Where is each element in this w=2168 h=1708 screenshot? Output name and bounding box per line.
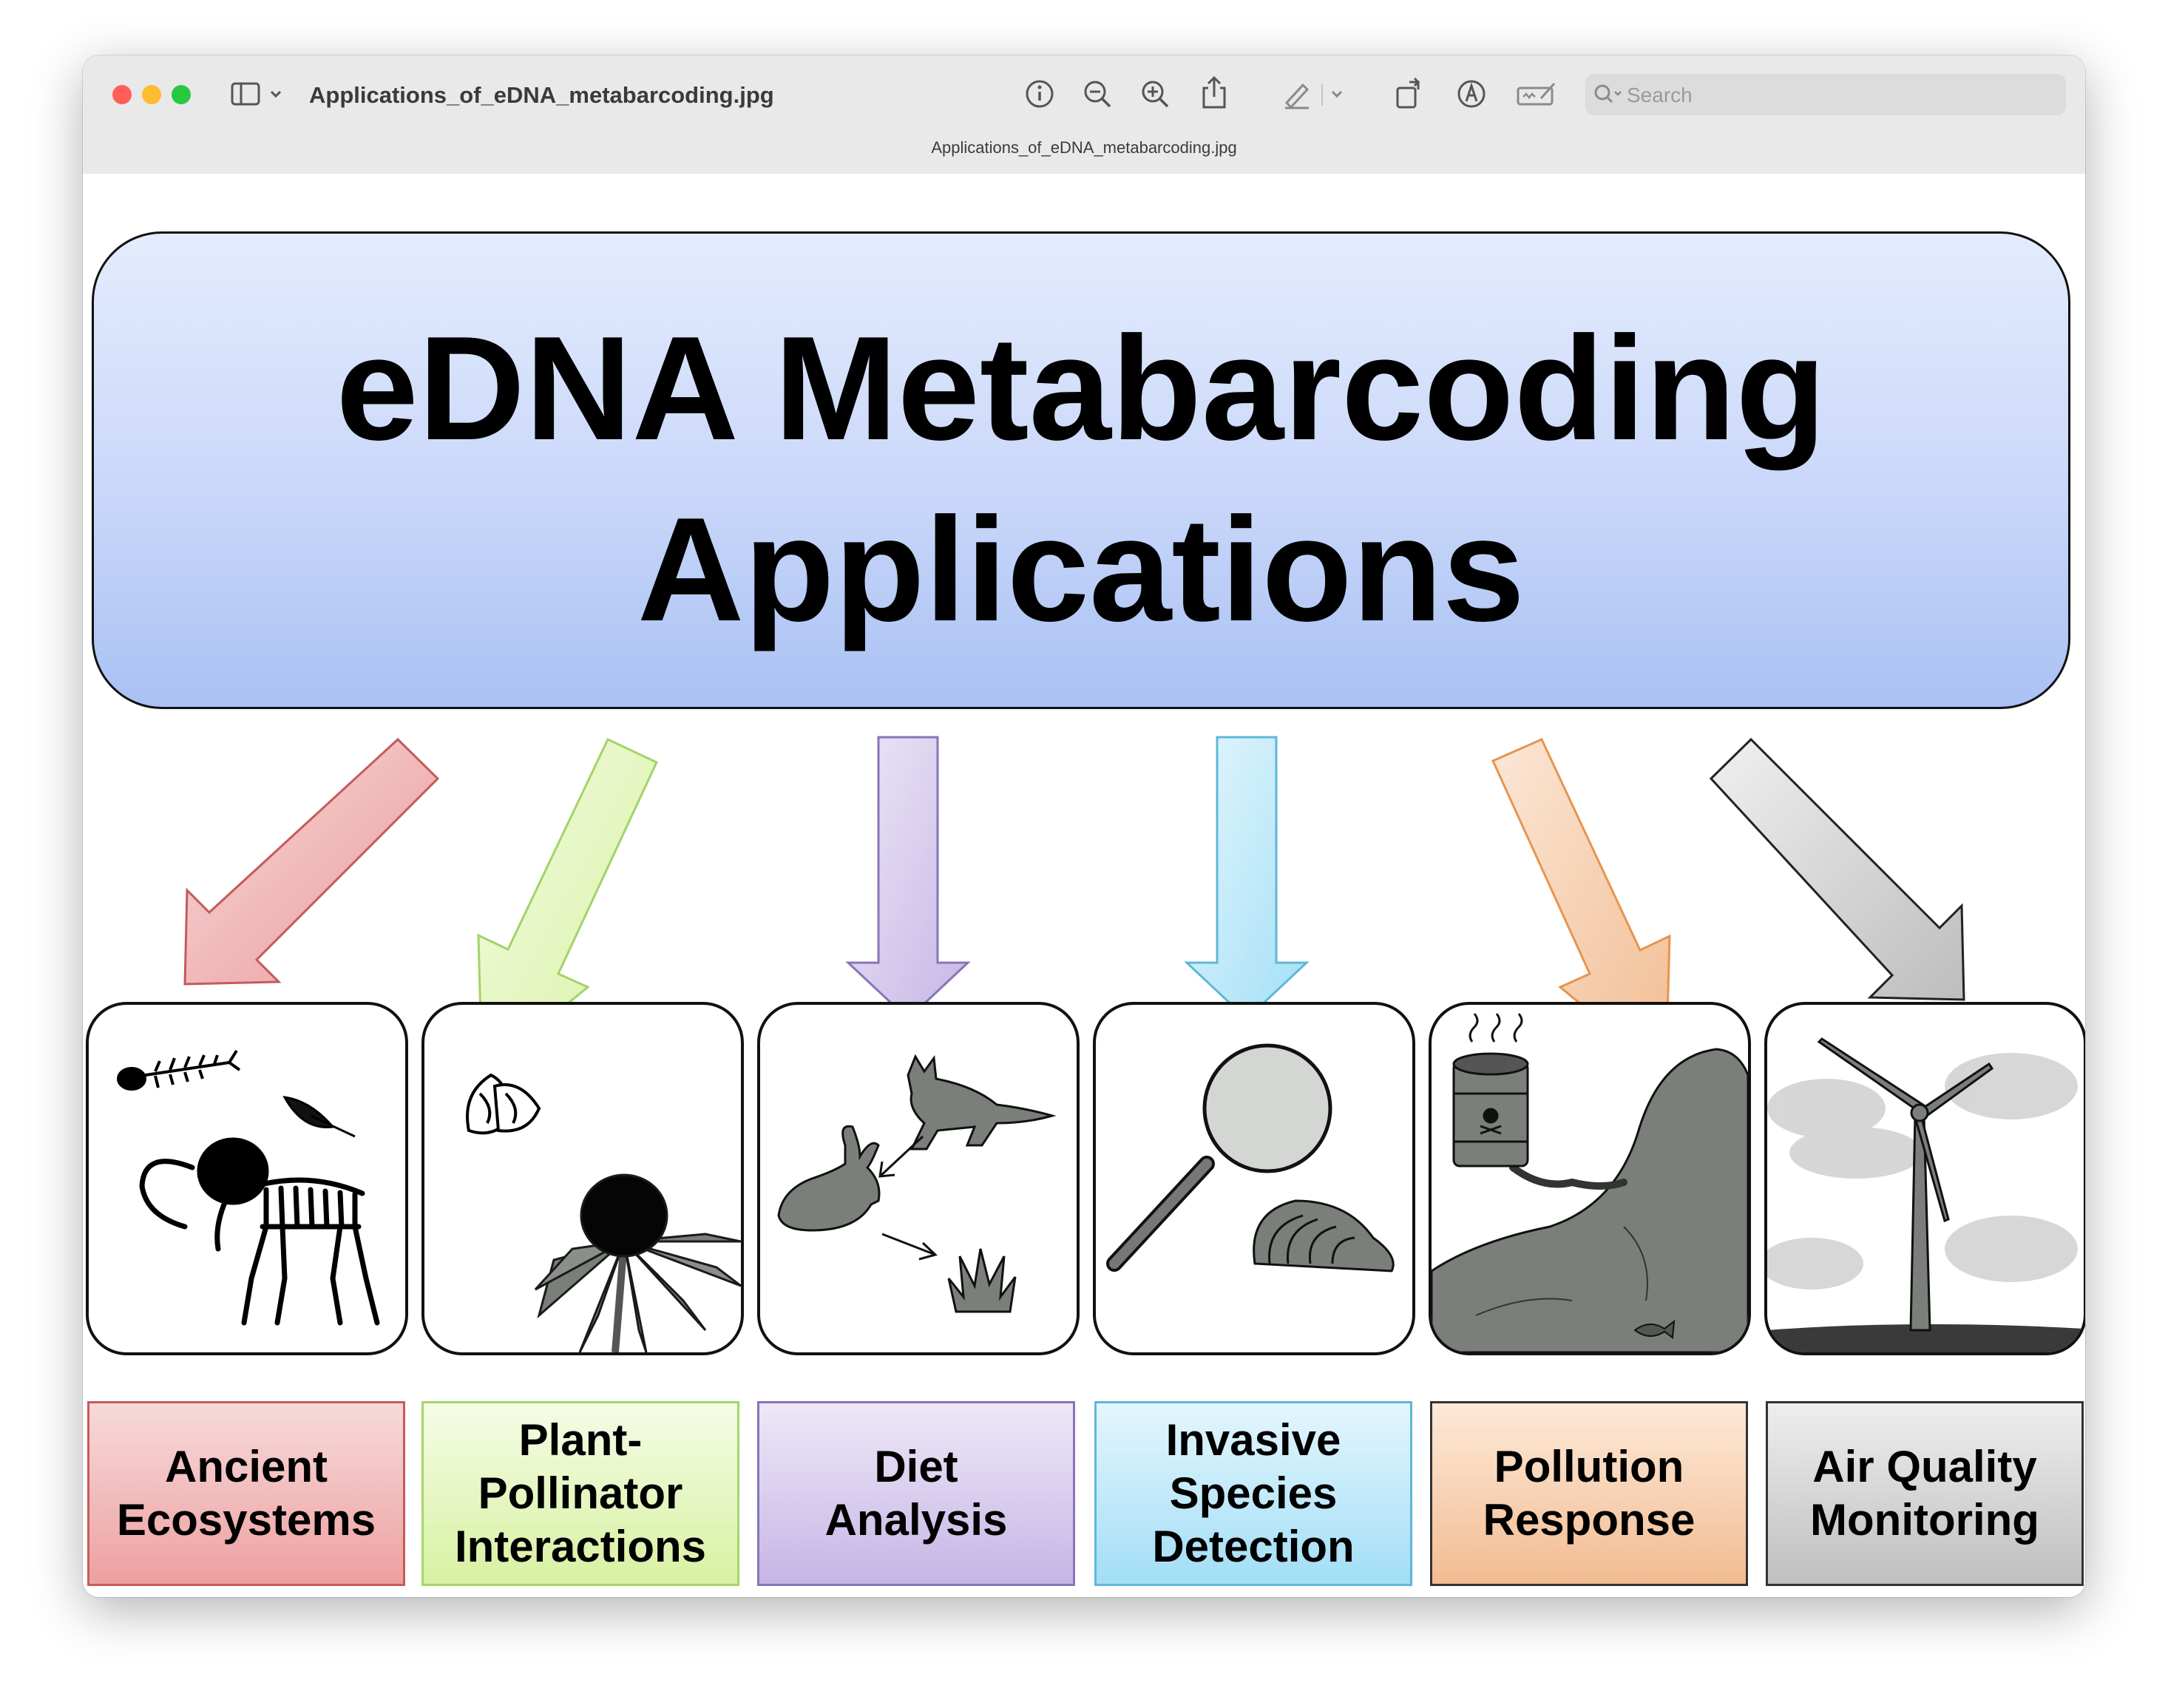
coneflower-icon	[534, 1173, 741, 1352]
fox-rabbit-plant-icon	[777, 1054, 1057, 1313]
window-title: Applications_of_eDNA_metabarcoding.jpg	[309, 82, 774, 108]
figure-title-box: eDNA Metabarcoding Applications	[92, 231, 2070, 709]
label-diet-analysis: Diet Analysis	[757, 1401, 1075, 1586]
search-icon	[1594, 84, 1622, 104]
info-icon	[1026, 80, 1054, 108]
wind-turbine-icon	[1767, 1037, 2084, 1352]
butterfly-icon	[466, 1073, 541, 1135]
search-input[interactable]	[1625, 78, 2057, 112]
label-invasive-species-text: Invasive Species Detection	[1152, 1415, 1355, 1571]
shrub-icon	[947, 1248, 1017, 1313]
share-button[interactable]	[1198, 75, 1230, 110]
label-air-quality: Air Quality Monitoring	[1766, 1401, 2084, 1586]
minimize-button[interactable]	[142, 85, 161, 104]
rotate-icon	[1396, 77, 1420, 109]
smog-icon	[1767, 1053, 2078, 1290]
zoom-in-icon	[1142, 81, 1169, 108]
highlight-pen-icon	[1284, 83, 1343, 109]
leaf-fossil-icon	[282, 1096, 356, 1138]
label-invasive-species: Invasive Species Detection	[1094, 1401, 1412, 1586]
highlight-button[interactable]	[1281, 78, 1347, 110]
arrow-ancient-ecosystems	[183, 737, 440, 986]
arrow-diet-analysis	[845, 736, 971, 1021]
panel-pollution-response	[1429, 1002, 1751, 1355]
document-title: Applications_of_eDNA_metabarcoding.jpg	[931, 138, 1237, 157]
signature-button[interactable]	[1516, 78, 1557, 110]
figure-title-line-2: Applications	[637, 487, 1525, 652]
zoom-out-button[interactable]	[1081, 78, 1114, 110]
chevron-down-icon	[1614, 91, 1622, 96]
arrow-invasive-species	[1184, 736, 1310, 1021]
signature-icon	[1517, 82, 1556, 106]
magnifier-icon	[1106, 1043, 1332, 1272]
label-diet-analysis-text: Diet Analysis	[824, 1442, 1008, 1545]
fumes-icon	[1469, 1013, 1523, 1043]
sidebar-toggle-button[interactable]	[231, 81, 284, 107]
arrow-icon	[878, 1135, 938, 1261]
ground-icon	[1767, 1324, 2084, 1352]
magnifier-mussel-icon	[1106, 1043, 1395, 1272]
mussel-icon	[1253, 1199, 1395, 1272]
mammoth-skeleton-icon	[117, 1049, 380, 1326]
close-button[interactable]	[112, 85, 132, 104]
panel-air-quality	[1764, 1002, 2085, 1355]
preview-window: Applications_of_eDNA_metabarcoding.jpg	[83, 55, 2085, 1597]
panel-diet-analysis	[757, 1002, 1080, 1355]
panel-invasive-species	[1093, 1002, 1415, 1355]
rabbit-icon	[777, 1125, 881, 1232]
fish-fossil-icon	[117, 1049, 241, 1091]
label-air-quality-text: Air Quality Monitoring	[1810, 1442, 2039, 1545]
oil-spill-icon	[1509, 1164, 1627, 1190]
title-bar: Applications_of_eDNA_metabarcoding.jpg	[83, 55, 2085, 174]
search-field[interactable]	[1585, 74, 2066, 115]
maximize-button[interactable]	[172, 85, 191, 104]
chevron-down-icon	[270, 90, 282, 98]
fish-icon	[1633, 1319, 1676, 1339]
mammoth-icon	[139, 1137, 380, 1326]
turbine-icon	[1817, 1037, 1994, 1332]
image-canvas: eDNA Metabarcoding Applications	[83, 174, 2085, 1597]
coneflower-butterfly-icon	[466, 1073, 741, 1352]
arrows-layer	[183, 736, 1965, 1077]
figure-title-line-1: eDNA Metabarcoding	[336, 306, 1826, 471]
rotate-button[interactable]	[1393, 76, 1426, 110]
chevron-down-icon	[1331, 90, 1343, 98]
zoom-in-button[interactable]	[1139, 78, 1171, 110]
toxic-barrel-icon	[1432, 1013, 1748, 1352]
markup-button[interactable]	[1455, 78, 1488, 110]
label-plant-pollinator: Plant- Pollinator Interactions	[421, 1401, 739, 1586]
share-icon	[1202, 75, 1226, 109]
panel-plant-pollinator	[421, 1002, 744, 1355]
arrow-air-quality	[1709, 737, 1965, 1001]
fox-icon	[907, 1054, 1057, 1150]
label-ancient-ecosystems-text: Ancient Ecosystems	[116, 1442, 376, 1545]
info-button[interactable]	[1023, 78, 1056, 110]
label-pollution-response-text: Pollution Response	[1483, 1442, 1696, 1545]
label-plant-pollinator-text: Plant- Pollinator Interactions	[454, 1415, 707, 1571]
label-ancient-ecosystems: Ancient Ecosystems	[87, 1401, 405, 1586]
barrel-icon	[1452, 1052, 1529, 1168]
landscape-icon	[1432, 1048, 1748, 1352]
label-pollution-response: Pollution Response	[1430, 1401, 1748, 1586]
markup-icon	[1457, 80, 1486, 108]
zoom-out-icon	[1084, 81, 1111, 108]
sidebar-icon	[231, 82, 282, 106]
panel-ancient-ecosystems	[86, 1002, 408, 1355]
